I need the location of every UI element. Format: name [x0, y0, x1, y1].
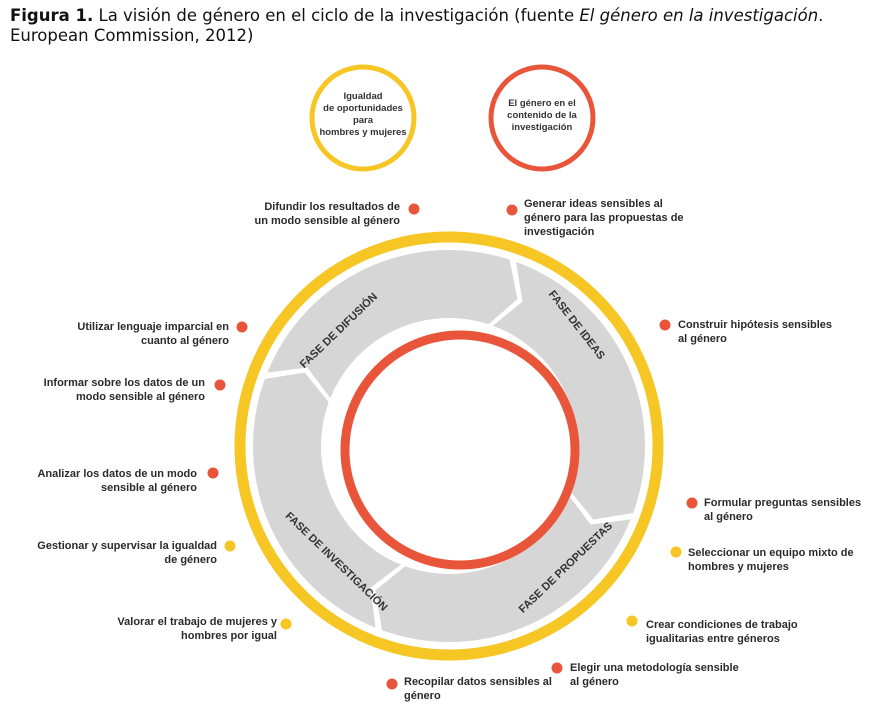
- item-label-informar: Informar sobre los datos de un modo sens…: [43, 377, 205, 403]
- dot-generar: [506, 204, 518, 216]
- caption-tail: . European Commission, 2012): [10, 6, 824, 45]
- item-label-utilizar: Utilizar lenguaje imparcial en cuanto al…: [77, 321, 229, 347]
- segment-ideas: [492, 261, 645, 520]
- legend-text-content: El género en el contenido de la investig…: [507, 98, 577, 133]
- dot-construir: [659, 319, 671, 331]
- caption-text: La visión de género en el ciclo de la in…: [93, 6, 580, 25]
- segment-investigacion: [253, 372, 402, 628]
- item-label-valorar: Valorar el trabajo de mujeres y hombres …: [117, 616, 277, 642]
- legend-circle-yellow: [309, 64, 417, 172]
- item-label-construir: Construir hipótesis sensibles al género: [678, 319, 833, 345]
- outer-ring: [234, 231, 664, 661]
- item-label-elegir: Elegir una metodología sensible al géner…: [570, 662, 739, 688]
- item-dots: [207, 203, 698, 690]
- phase-segments: [253, 250, 645, 642]
- dot-seleccionar: [670, 546, 682, 558]
- dot-valorar: [280, 618, 292, 630]
- legend-circle-red: [488, 64, 596, 172]
- segment-difusion: [267, 250, 518, 399]
- dot-difundir: [408, 203, 420, 215]
- dot-informar: [214, 379, 226, 391]
- dot-recopilar: [386, 678, 398, 690]
- dot-formular: [686, 497, 698, 509]
- item-label-formular: Formular preguntas sensibles al género: [704, 497, 862, 523]
- dot-gestionar: [224, 540, 236, 552]
- legend-text-equality: Igualdad de oportunidades para hombres y…: [319, 91, 407, 138]
- item-label-generar: Generar ideas sensibles al género para l…: [524, 198, 684, 238]
- dot-utilizar: [236, 321, 248, 333]
- dot-elegir: [551, 662, 563, 674]
- segment-propuestas: [375, 493, 631, 642]
- item-label-recopilar: Recopilar datos sensibles al género: [404, 676, 552, 702]
- figure-caption: Figura 1. La visión de género en el cicl…: [10, 6, 890, 46]
- dot-crear: [626, 615, 638, 627]
- item-label-crear: Crear condiciones de trabajo igualitaria…: [646, 619, 798, 645]
- dot-analizar: [207, 467, 219, 479]
- item-label-analizar: Analizar los datos de un modo sensible a…: [37, 468, 197, 494]
- item-label-difundir: Difundir los resultados de un modo sensi…: [254, 201, 400, 227]
- item-label-seleccionar: Seleccionar un equipo mixto de hombres y…: [688, 547, 854, 573]
- caption-source: El género en la investigación: [579, 6, 819, 25]
- inner-ring: [340, 330, 580, 570]
- figure-label: Figura 1.: [10, 6, 94, 25]
- item-label-gestionar: Gestionar y supervisar la igualdad de gé…: [37, 540, 217, 566]
